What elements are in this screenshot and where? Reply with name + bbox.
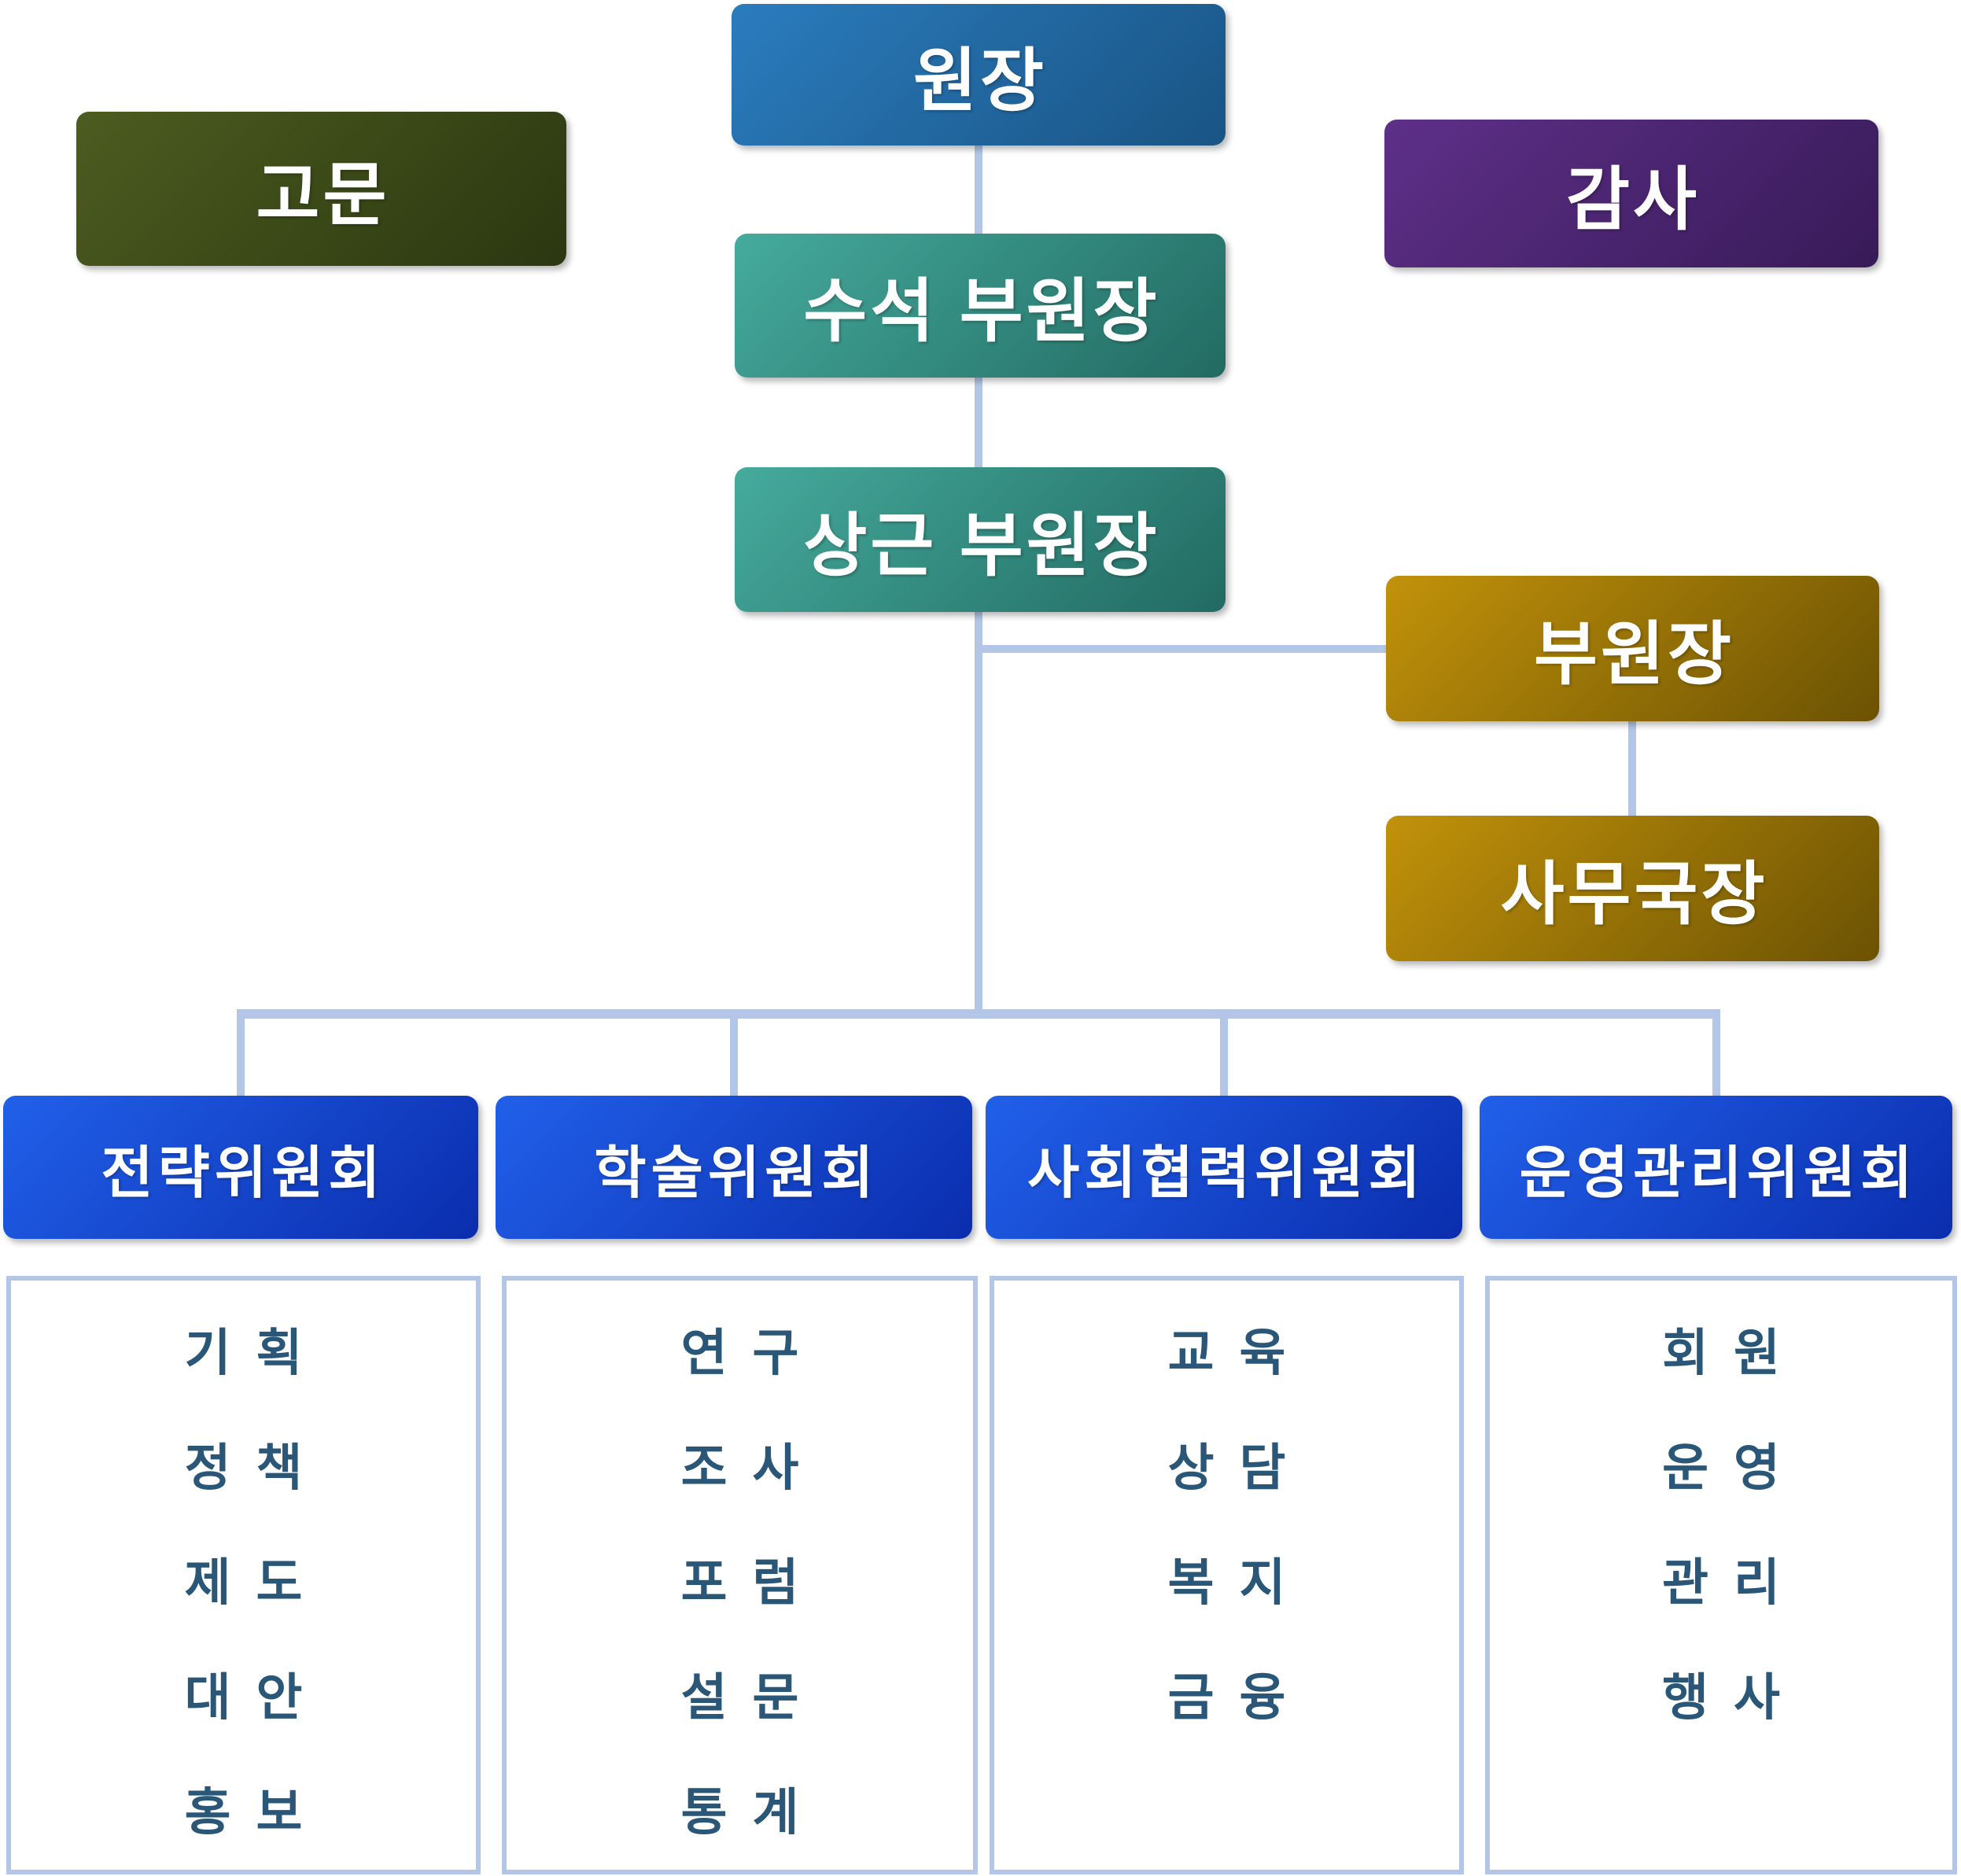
committee-header-academic-label: 학술위원회 bbox=[594, 1141, 879, 1205]
node-advisor-label: 고문 bbox=[256, 155, 390, 234]
connector-drop-committee-2 bbox=[730, 1009, 738, 1097]
list-item: 기획 bbox=[184, 1325, 328, 1381]
committee-panel-academic: 연구 조사 포럼 설문 통계 bbox=[502, 1276, 978, 1874]
node-auditor-label: 감사 bbox=[1566, 160, 1700, 238]
list-item: 교육 bbox=[1167, 1325, 1311, 1381]
node-deputy-director-label: 부원장 bbox=[1534, 615, 1734, 693]
committee-header-academic: 학술위원회 bbox=[496, 1096, 972, 1239]
connector-chief-deputy-to-standing-deputy bbox=[975, 374, 982, 470]
node-chief-deputy-director: 수석 부원장 bbox=[735, 234, 1226, 378]
list-item: 금융 bbox=[1167, 1669, 1311, 1726]
connector-trunk-to-rail bbox=[975, 609, 982, 1019]
node-auditor: 감사 bbox=[1384, 120, 1878, 267]
committee-panel-operations-management: 회원 운영 관리 행사 bbox=[1485, 1276, 1957, 1874]
list-item: 회원 bbox=[1662, 1325, 1805, 1381]
connector-drop-committee-4 bbox=[1712, 1009, 1720, 1097]
committee-panel-social-cooperation: 교육 상담 복지 금융 bbox=[990, 1276, 1464, 1874]
list-item: 관리 bbox=[1662, 1554, 1805, 1611]
list-item: 홍보 bbox=[184, 1784, 328, 1841]
committee-header-operations-management-label: 운영관리위원회 bbox=[1519, 1141, 1918, 1205]
connector-director-to-chief-deputy bbox=[975, 144, 982, 237]
committee-header-social-cooperation: 사회협력위원회 bbox=[986, 1096, 1462, 1239]
list-item: 포럼 bbox=[680, 1554, 824, 1611]
list-item: 통계 bbox=[680, 1784, 824, 1841]
list-item: 행사 bbox=[1662, 1669, 1805, 1726]
connector-deputy-to-secretary-general bbox=[1628, 720, 1636, 818]
list-item: 운영 bbox=[1662, 1439, 1805, 1496]
connector-drop-committee-3 bbox=[1220, 1009, 1228, 1097]
connector-trunk-to-deputy-director bbox=[979, 645, 1388, 653]
list-item: 제도 bbox=[184, 1554, 328, 1611]
node-director: 원장 bbox=[732, 4, 1226, 146]
node-deputy-director: 부원장 bbox=[1386, 576, 1879, 721]
committee-header-strategy: 전략위원회 bbox=[3, 1096, 478, 1239]
list-item: 연구 bbox=[680, 1325, 824, 1381]
connector-committee-rail bbox=[237, 1009, 1720, 1019]
node-standing-deputy-director-label: 상근 부원장 bbox=[803, 506, 1160, 584]
connector-drop-committee-1 bbox=[237, 1009, 245, 1097]
committee-header-social-cooperation-label: 사회협력위원회 bbox=[1027, 1141, 1425, 1205]
committee-header-operations-management: 운영관리위원회 bbox=[1480, 1096, 1952, 1239]
node-advisor: 고문 bbox=[76, 112, 566, 266]
list-item: 정책 bbox=[184, 1439, 328, 1496]
node-chief-deputy-director-label: 수석 부원장 bbox=[803, 272, 1160, 350]
committee-header-strategy-label: 전략위원회 bbox=[101, 1141, 385, 1205]
list-item: 설문 bbox=[680, 1669, 824, 1726]
node-director-label: 원장 bbox=[913, 41, 1047, 120]
list-item: 복지 bbox=[1167, 1554, 1311, 1611]
node-secretary-general: 사무국장 bbox=[1386, 816, 1879, 961]
list-item: 상담 bbox=[1167, 1439, 1311, 1496]
list-item: 대안 bbox=[184, 1669, 328, 1726]
node-secretary-general-label: 사무국장 bbox=[1500, 855, 1768, 933]
list-item: 조사 bbox=[680, 1439, 824, 1496]
node-standing-deputy-director: 상근 부원장 bbox=[735, 467, 1226, 612]
committee-panel-strategy: 기획 정책 제도 대안 홍보 bbox=[6, 1276, 481, 1874]
